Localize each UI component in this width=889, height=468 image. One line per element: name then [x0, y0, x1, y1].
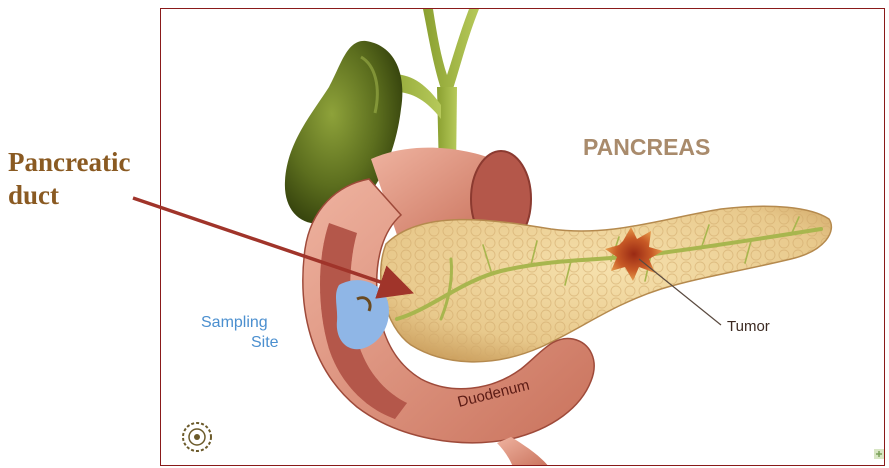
- pancreas-illustration: PANCREAS Sampling Site Tumor Duodenum: [160, 8, 885, 466]
- pancreatic-duct-callout: Pancreatic duct: [8, 146, 130, 212]
- pancreas-organ: [381, 206, 832, 362]
- jejunum-segment: [497, 437, 549, 466]
- callout-line-2: duct: [8, 179, 130, 212]
- pancreas-title: PANCREAS: [583, 134, 710, 160]
- seal-emblem-icon: [183, 423, 211, 451]
- tumor-label: Tumor: [727, 318, 770, 335]
- sampling-label-line-2: Site: [251, 334, 279, 351]
- callout-line-1: Pancreatic: [8, 146, 130, 179]
- corner-mark-icon: [874, 449, 884, 459]
- sampling-label-line-1: Sampling: [201, 314, 268, 331]
